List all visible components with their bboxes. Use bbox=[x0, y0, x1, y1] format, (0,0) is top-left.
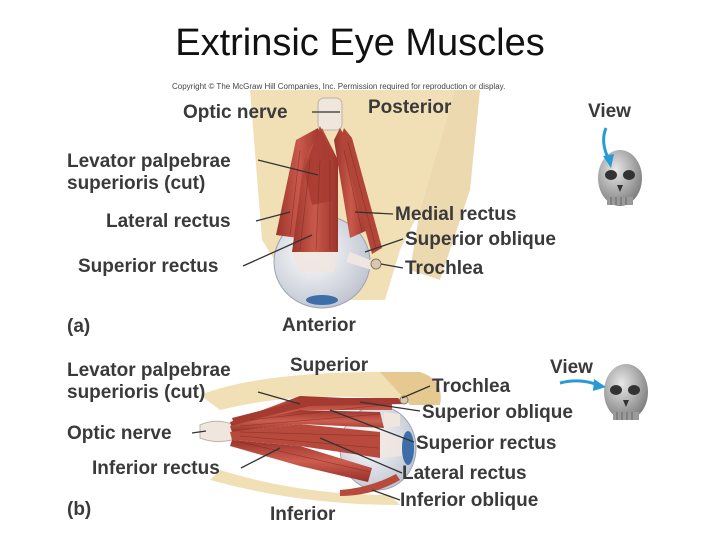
label-levator-b-line1: Levator palpebrae bbox=[67, 360, 231, 381]
label-optic-nerve-a: Optic nerve bbox=[183, 102, 288, 123]
panel-a-leader-lines bbox=[242, 111, 404, 269]
slide-title: Extrinsic Eye Muscles bbox=[175, 22, 545, 64]
trochlea-a bbox=[370, 258, 382, 270]
label-optic-nerve-b: Optic nerve bbox=[67, 423, 172, 444]
label-view-b: View bbox=[550, 357, 593, 378]
skull-view-icon-a bbox=[598, 150, 642, 206]
label-superior-oblique-a: Superior oblique bbox=[405, 229, 556, 250]
label-trochlea-b: Trochlea bbox=[432, 376, 511, 397]
label-anterior: Anterior bbox=[282, 315, 356, 336]
label-inferior: Inferior bbox=[270, 504, 336, 525]
view-arrow-b bbox=[559, 379, 599, 387]
panel-b-leader-lines bbox=[191, 385, 431, 501]
label-lateral-rectus-a: Lateral rectus bbox=[106, 211, 231, 232]
label-inferior-rectus-b: Inferior rectus bbox=[92, 458, 220, 479]
orbit-bone-b bbox=[200, 372, 437, 410]
label-superior-rectus-a: Superior rectus bbox=[78, 256, 219, 277]
inferior-oblique-b bbox=[340, 474, 400, 496]
copyright-notice: Copyright © The McGraw Hill Companies, I… bbox=[172, 82, 506, 91]
label-trochlea-a: Trochlea bbox=[405, 258, 484, 279]
label-superior: Superior bbox=[290, 355, 369, 376]
panel-a-illustration bbox=[250, 90, 480, 309]
label-levator-a-line1: Levator palpebrae bbox=[67, 151, 231, 172]
orbit-floor-b bbox=[210, 470, 400, 505]
label-medial-rectus-a: Medial rectus bbox=[395, 204, 517, 225]
label-levator-a-line2: superioris (cut) bbox=[67, 173, 206, 194]
label-inferior-oblique-b: Inferior oblique bbox=[400, 490, 539, 511]
label-view-a: View bbox=[588, 101, 631, 122]
label-superior-rectus-b: Superior rectus bbox=[416, 433, 557, 454]
label-posterior: Posterior bbox=[368, 97, 452, 118]
label-panel-a-tag: (a) bbox=[67, 316, 91, 337]
label-panel-b-tag: (b) bbox=[67, 499, 92, 520]
skull-view-icon-b bbox=[604, 364, 648, 420]
optic-nerve-a bbox=[317, 97, 343, 131]
superior-oblique-b bbox=[232, 398, 404, 424]
label-levator-b-line2: superioris (cut) bbox=[67, 382, 206, 403]
label-lateral-rectus-b: Lateral rectus bbox=[402, 463, 527, 484]
iris-b bbox=[402, 431, 414, 465]
label-superior-oblique-b: Superior oblique bbox=[422, 402, 573, 423]
inferior-rectus-b bbox=[230, 440, 372, 482]
iris-a bbox=[306, 295, 338, 305]
panel-b-illustration bbox=[199, 372, 441, 505]
